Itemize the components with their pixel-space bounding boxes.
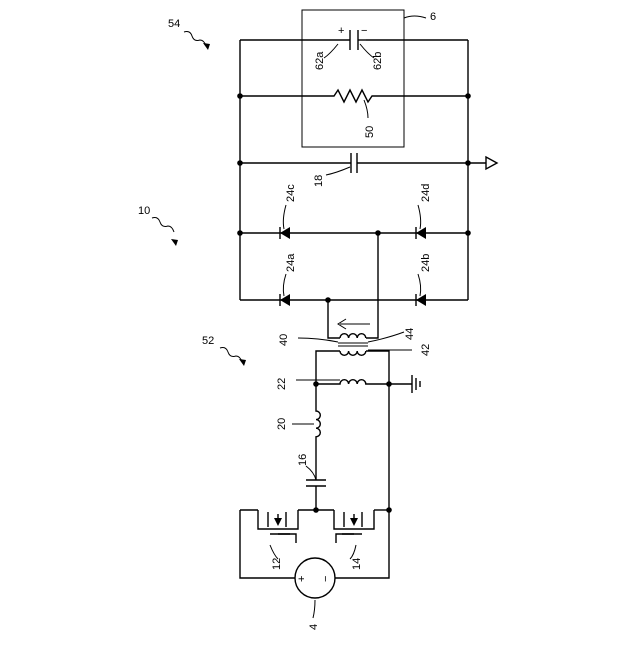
junction-dots <box>237 93 471 303</box>
diode-24c <box>280 227 290 239</box>
switch-14 <box>334 510 374 543</box>
primary-right-wire <box>335 384 389 578</box>
label-42: 42 <box>420 344 432 356</box>
label-62b: 62b <box>372 52 384 70</box>
label-10: 10 <box>138 205 150 217</box>
box-6 <box>302 10 404 147</box>
label-44: 44 <box>404 328 416 340</box>
label-52: 52 <box>202 335 214 347</box>
label-minus-62: − <box>361 25 367 37</box>
primary-junction-dots <box>313 381 392 513</box>
diode-24d <box>416 227 426 239</box>
label-18: 18 <box>313 175 325 187</box>
label-6: 6 <box>430 11 436 23</box>
label-source-plus: + <box>296 576 308 582</box>
group-arrows <box>152 32 246 367</box>
label-22: 22 <box>276 378 288 390</box>
transformer-40 <box>316 308 389 384</box>
label-62a: 62a <box>314 51 326 70</box>
label-12: 12 <box>271 558 283 570</box>
label-24b: 24b <box>420 254 432 272</box>
diode-24a <box>280 294 290 306</box>
diode-24b <box>416 294 426 306</box>
switch-12 <box>258 510 298 543</box>
label-40: 40 <box>278 334 290 346</box>
label-14: 14 <box>351 558 363 570</box>
label-24c: 24c <box>285 184 297 202</box>
label-source-minus: − <box>320 576 332 582</box>
capacitor-18 <box>240 153 468 173</box>
resistor-50 <box>240 90 468 102</box>
inductor-20 <box>316 384 320 480</box>
label-24a: 24a <box>285 253 297 272</box>
label-plus-62: + <box>338 25 344 37</box>
capacitor-16 <box>306 480 326 510</box>
label-24d: 24d <box>420 184 432 202</box>
ground-icon <box>389 375 420 393</box>
leader-lines <box>270 16 426 618</box>
label-54: 54 <box>168 18 180 30</box>
label-20: 20 <box>276 418 288 430</box>
label-50: 50 <box>364 126 376 138</box>
label-16: 16 <box>297 454 309 466</box>
output-terminal-icon <box>468 157 497 169</box>
label-4: 4 <box>308 624 320 630</box>
